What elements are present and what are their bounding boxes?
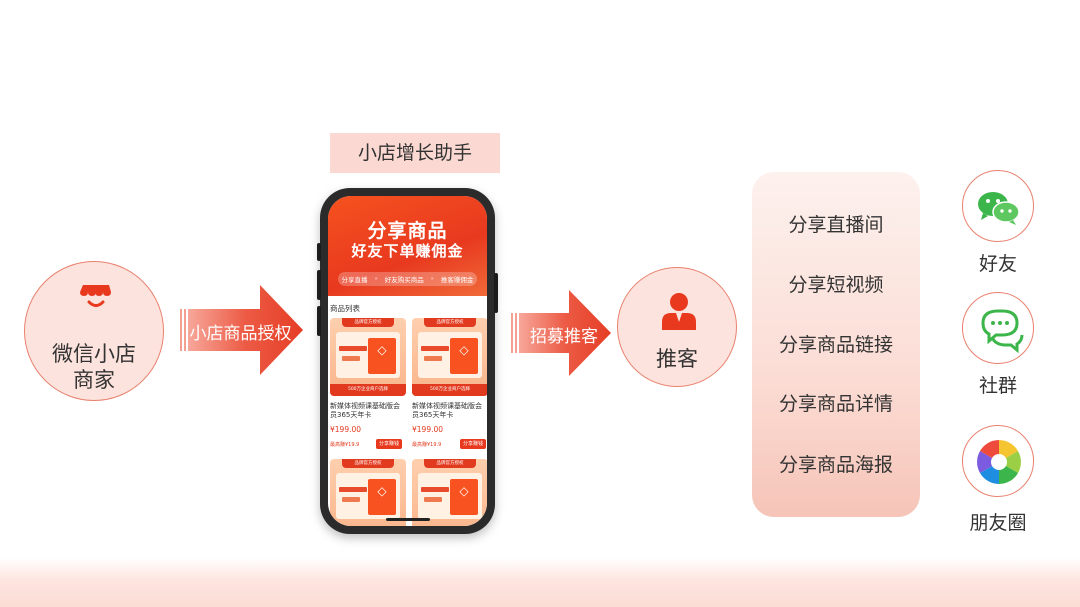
channel-label-moments: 朋友圈 [969, 512, 1027, 534]
share-option: 分享商品详情 [778, 393, 893, 415]
share-earn-button[interactable]: 分享赚钱 [460, 439, 487, 449]
phone-side-button [317, 243, 321, 261]
promoter-node: 推客 [617, 267, 737, 387]
share-option: 分享商品海报 [778, 454, 893, 476]
product-name: 新媒体视频课基础版会员365天年卡 [330, 402, 400, 419]
product-card-image[interactable]: 品牌官方授权 500万企业商户选择 [330, 318, 406, 396]
product-tag: 品牌官方授权 [424, 459, 476, 468]
wechat-icon [962, 170, 1034, 242]
diamond-icon [450, 338, 478, 374]
product-tag: 品牌官方授权 [424, 318, 476, 327]
product-card-image[interactable]: 品牌官方授权 [330, 459, 406, 526]
share-option: 分享短视频 [788, 274, 884, 296]
product-cover [336, 332, 400, 378]
share-option: 分享直播间 [788, 214, 884, 236]
product-price: ¥199.00 [330, 425, 362, 434]
step-label: 分享直播 [341, 276, 368, 284]
channel-label-friends: 好友 [978, 253, 1017, 275]
product-commission: 最高赚¥19.9 [330, 442, 360, 448]
growth-assistant-title: 小店增长助手 [330, 133, 500, 173]
steps-bar: 分享直播 » 好友购买商品 » 推客赚佣金 [338, 272, 477, 286]
product-name: 新媒体视频课基础版会员365天年卡 [412, 402, 482, 419]
product-list-title: 商品列表 [330, 304, 360, 313]
product-foot: 500万企业商户选择 [412, 384, 487, 396]
authorize-arrow: 小店商品授权 [180, 285, 303, 375]
product-cover [418, 332, 482, 378]
step-separator-icon: » [430, 276, 434, 282]
authorize-arrow-label: 小店商品授权 [189, 324, 292, 344]
product-commission: 最高赚¥19.9 [412, 442, 442, 448]
moments-icon [962, 425, 1034, 497]
diamond-icon [450, 479, 478, 515]
phone-power-button [494, 273, 498, 313]
shop-icon [80, 285, 111, 307]
channel-label-community: 社群 [978, 375, 1017, 397]
banner-subtitle: 好友下单赚佣金 [351, 242, 464, 260]
merchant-label-line2: 商家 [73, 368, 115, 392]
person-icon [662, 293, 696, 330]
diamond-icon [368, 479, 396, 515]
home-indicator [386, 518, 430, 521]
phone-mockup: 分享商品 好友下单赚佣金 分享直播 » 好友购买商品 » 推客赚佣金 商品列表 … [317, 188, 498, 534]
step-separator-icon: » [374, 276, 378, 282]
promoter-label: 推客 [656, 347, 698, 371]
product-card-image[interactable]: 品牌官方授权 [412, 459, 487, 526]
product-tag: 品牌官方授权 [342, 318, 394, 327]
share-earn-button[interactable]: 分享赚钱 [376, 439, 403, 449]
product-cover [418, 473, 482, 519]
banner-title: 分享商品 [367, 220, 448, 242]
recruit-arrow: 招募推客 [511, 290, 611, 376]
step-label: 好友购买商品 [384, 276, 424, 284]
share-options-panel: 分享直播间 分享短视频 分享商品链接 分享商品详情 分享商品海报 [752, 172, 920, 517]
recruit-arrow-label: 招募推客 [530, 327, 598, 347]
merchant-node: 微信小店 商家 [24, 261, 164, 401]
bottom-gradient-band [0, 558, 1080, 607]
phone-side-button [317, 270, 321, 300]
phone-side-button [317, 306, 321, 336]
community-chat-icon [962, 292, 1034, 364]
step-label: 推客赚佣金 [440, 276, 474, 284]
diamond-icon [368, 338, 396, 374]
product-tag: 品牌官方授权 [342, 459, 394, 468]
product-card-image[interactable]: 品牌官方授权 500万企业商户选择 [412, 318, 487, 396]
share-option: 分享商品链接 [778, 334, 893, 356]
phone-screen: 分享商品 好友下单赚佣金 分享直播 » 好友购买商品 » 推客赚佣金 商品列表 … [328, 196, 487, 526]
product-cover [336, 473, 400, 519]
arrow-right-icon [180, 285, 303, 375]
product-price: ¥199.00 [412, 425, 444, 434]
product-foot: 500万企业商户选择 [330, 384, 406, 396]
merchant-label-line1: 微信小店 [52, 342, 136, 366]
share-banner: 分享商品 好友下单赚佣金 分享直播 » 好友购买商品 » 推客赚佣金 [328, 196, 487, 296]
arrow-right-icon [511, 290, 611, 376]
